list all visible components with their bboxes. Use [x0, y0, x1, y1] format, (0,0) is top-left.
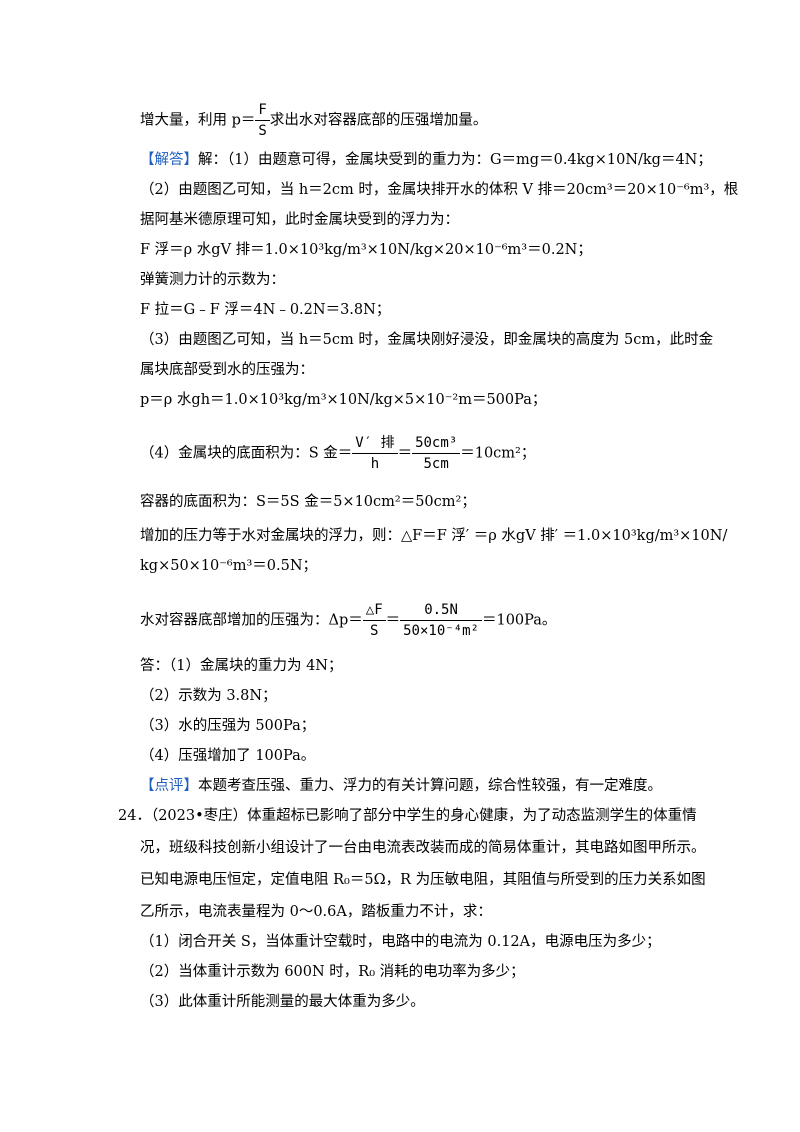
text-line: （4）压强增加了 100Pa。: [140, 748, 316, 764]
text-line: （2）由题图乙可知，当 h＝2cm 时，金属块排开水的体积 V 排＝20cm³＝…: [140, 182, 739, 198]
question-number: 24．: [118, 808, 151, 824]
fraction-numerator: △F: [362, 600, 386, 621]
text-line: 弹簧测力计的示数为：: [140, 272, 285, 288]
fraction-denominator: S: [258, 123, 267, 139]
fraction-numerator: 0.5N: [400, 600, 482, 621]
line-15-post: ＝100Pa。: [481, 612, 557, 629]
fraction-50-over-5: 50cm³ 5cm: [412, 433, 461, 474]
review-line: 【点评】本题考查压强、重力、浮力的有关计算问题，综合性较强，有一定难度。: [140, 776, 662, 796]
fraction-denominator: 50×10⁻⁴m²: [403, 623, 479, 639]
text-line: p＝ρ 水gh＝1.0×10³kg/m³×10N/kg×5×10⁻²m＝500P…: [140, 392, 547, 408]
text-line: 据阿基米德原理可知，此时金属块受到的浮力为：: [140, 212, 459, 228]
text-line: 答：（1）金属块的重力为 4N；: [140, 658, 343, 674]
question-text: （2023•枣庄）体重超标已影响了部分中学生的身心健康，为了动态监测学生的体重情: [150, 808, 697, 824]
text-line: 属块底部受到水的压强为：: [140, 362, 314, 378]
equals-sign: ＝: [397, 445, 413, 462]
fraction-denominator: 5cm: [423, 456, 449, 472]
question-24-line-2: 况，班级科技创新小组设计了一台由电流表改装而成的简易体重计，其电路如图甲所示。: [140, 840, 706, 856]
text-line: kg×50×10⁻⁶m³＝0.5N；: [140, 558, 318, 574]
question-24-part-3: （3）此体重计所能测量的最大体重为多少。: [140, 994, 425, 1010]
fraction-denominator: S: [369, 623, 379, 639]
fraction-denominator: h: [370, 456, 380, 472]
fraction-force-over-area: 0.5N 50×10⁻⁴m²: [400, 600, 482, 641]
fraction-numerator: F: [255, 100, 270, 121]
line-01-pre: 增大量，利用 p＝: [140, 112, 256, 129]
review-tag: 【点评】: [140, 778, 198, 794]
question-24-line-3: 已知电源电压恒定，定值电阻 R₀＝5Ω，R 为压敏电阻，其阻值与所受到的压力关系…: [140, 872, 706, 888]
answer-line-1: 解：（1）由题意可得，金属块受到的重力为：G＝mg＝0.4kg×10N/kg＝4…: [198, 152, 712, 168]
review-text: 本题考查压强、重力、浮力的有关计算问题，综合性较强，有一定难度。: [198, 778, 662, 794]
text-line: 容器的底面积为：S＝5S 金＝5×10cm²＝50cm²；: [140, 494, 476, 510]
text-line: （3）水的压强为 500Pa；: [140, 718, 316, 734]
answer-heading-line: 【解答】解：（1）由题意可得，金属块受到的重力为：G＝mg＝0.4kg×10N/…: [140, 150, 712, 170]
text-line: （2）示数为 3.8N；: [140, 688, 277, 704]
text-line: F 浮＝ρ 水gV 排＝1.0×10³kg/m³×10N/kg×20×10⁻⁶m…: [140, 242, 592, 258]
fraction-v-over-h: V′ 排 h: [352, 433, 398, 474]
question-24-line-4: 乙所示，电流表量程为 0～0.6A，踏板重力不计，求：: [140, 904, 492, 920]
text-line: （3）由题图乙可知，当 h＝5cm 时，金属块刚好浸没，即金属块的高度为 5cm…: [140, 332, 714, 348]
line-15-pre: 水对容器底部增加的压强为：Δp＝: [140, 612, 363, 629]
line-01-post: 求出水对容器底部的压强增加量。: [269, 112, 488, 129]
line-11-post: ＝10cm²；: [460, 445, 536, 462]
question-24-part-1: （1）闭合开关 S，当体重计空载时，电路中的电流为 0.12A，电源电压为多少；: [140, 934, 661, 950]
equals-sign: ＝: [385, 612, 401, 629]
question-24-part-2: （2）当体重计示数为 600N 时，R₀ 消耗的电功率为多少；: [140, 964, 525, 980]
fraction-numerator: 50cm³: [412, 433, 461, 454]
question-24-line-1: 24．（2023•枣庄）体重超标已影响了部分中学生的身心健康，为了动态监测学生的…: [118, 806, 697, 826]
answer-tag: 【解答】: [140, 152, 198, 168]
text-line: F 拉＝G﹣F 浮＝4N﹣0.2N＝3.8N；: [140, 302, 391, 318]
text-line: 增加的压力等于水对金属块的浮力，则：△F＝F 浮′ ＝ρ 水gV 排′ ＝1.0…: [140, 528, 728, 544]
line-11: （4）金属块的底面积为：S 金＝V′ 排 h ＝50cm³ 5cm ＝10cm²；: [140, 433, 535, 474]
fraction-numerator: V′ 排: [352, 433, 398, 454]
line-11-pre: （4）金属块的底面积为：S 金＝: [140, 445, 353, 462]
line-15: 水对容器底部增加的压强为：Δp＝△F S ＝0.5N 50×10⁻⁴m²＝100Pa。: [140, 600, 556, 641]
fraction-deltaf-over-s: △F S: [362, 600, 386, 641]
